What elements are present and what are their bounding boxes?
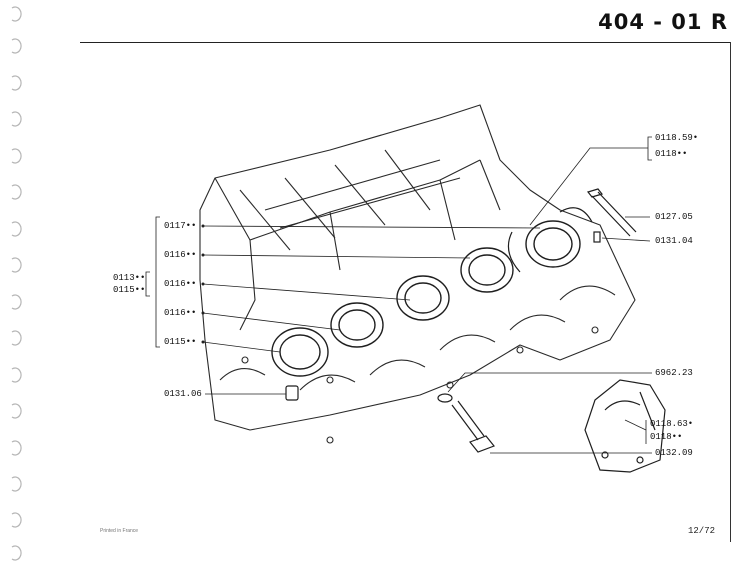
thrust-washer-lower [507, 231, 521, 273]
bearing-shell-0116-rear [460, 247, 514, 293]
label-0118-59: 0118.59• [655, 133, 699, 143]
label-0115-lower: 0115•• [113, 285, 146, 295]
label-0118-63: 0118.63• [650, 419, 694, 429]
label-0113: 0113•• [113, 273, 146, 283]
label-0132-09: 0132.09 [655, 448, 693, 458]
pin-0131-04 [593, 231, 601, 243]
label-0116-2: 0116•• [164, 279, 197, 289]
label-0127-05: 0127.05 [655, 212, 693, 222]
bearing-shell-0115 [271, 327, 329, 377]
label-0116-1: 0116•• [164, 250, 197, 260]
label-0116-3: 0116•• [164, 308, 197, 318]
label-0117: 0117•• [164, 221, 197, 231]
label-0115-upper: 0115•• [164, 337, 197, 347]
label-0131-06: 0131.06 [164, 389, 202, 399]
crankcase-outline [199, 104, 636, 431]
label-0118-upper: 0118•• [655, 149, 688, 159]
right-margin-rule [730, 42, 731, 542]
bolt-0132-09 [437, 393, 495, 453]
plug-0131-06 [285, 385, 299, 401]
thrust-washer-upper [559, 207, 593, 223]
page-title: 404 - 01 R [598, 10, 728, 34]
rear-bearing-cap [584, 379, 666, 473]
label-0118-lower: 0118•• [650, 432, 683, 442]
dowel-0127-05 [586, 188, 637, 237]
label-0131-04: 0131.04 [655, 236, 693, 246]
binder-holes [11, 6, 22, 561]
bearing-shell-0117 [525, 220, 581, 268]
header-rule [80, 42, 730, 43]
bearing-shell-0116-front [330, 302, 384, 348]
bearing-shell-0116-center [396, 275, 450, 321]
label-6962-23: 6962.23 [655, 368, 693, 378]
page-number: 12/72 [688, 526, 716, 536]
printed-in-note: Printed in France [100, 528, 139, 534]
